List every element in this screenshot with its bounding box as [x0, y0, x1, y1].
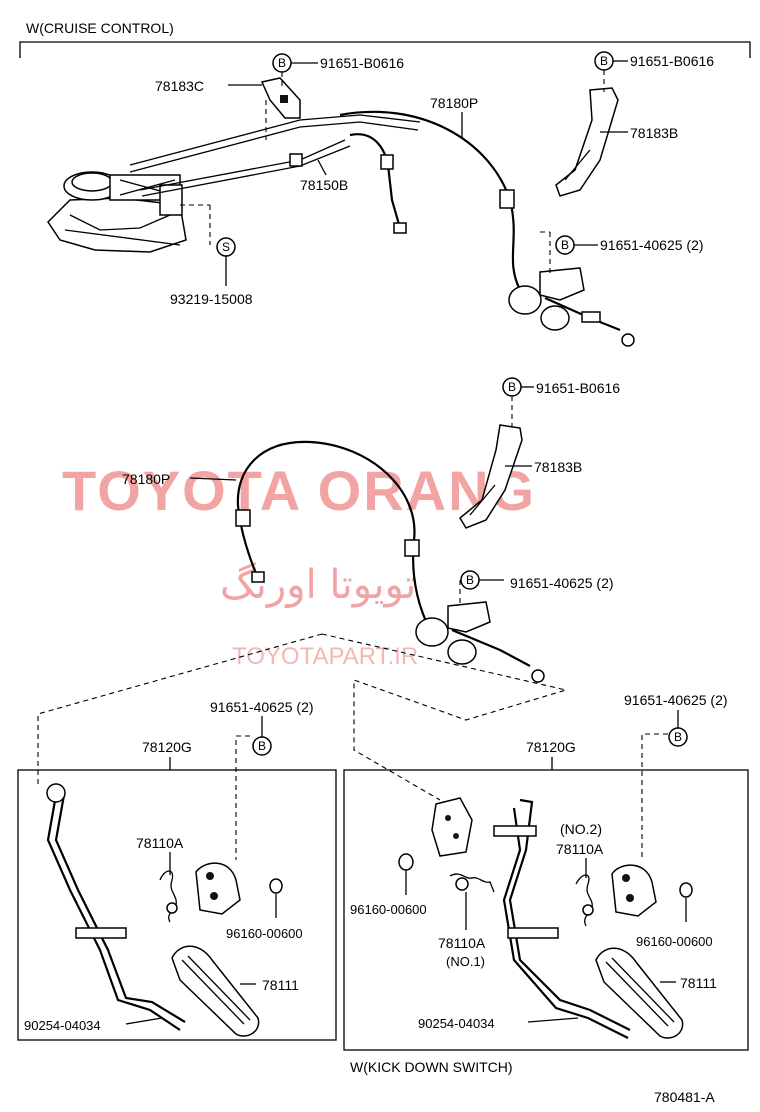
- label-78110a-left: 78110A: [136, 835, 184, 851]
- label-78183c: 78183C: [155, 78, 204, 94]
- hose-fitting: [380, 154, 394, 170]
- header-kick-down-switch: W(KICK DOWN SWITCH): [350, 1059, 513, 1075]
- label-b616-c: 91651-B0616: [536, 380, 620, 396]
- pedal-pad-left: [171, 945, 260, 1037]
- label-no2: (NO.2): [560, 821, 602, 837]
- cruise-actuator: [47, 171, 187, 253]
- watermark-site: TOYOTAPART.IR: [232, 643, 418, 670]
- clip-96160-left: [269, 878, 283, 894]
- label-90254-left: 90254-04034: [24, 1018, 101, 1033]
- callout-b-f-text: B: [258, 739, 266, 753]
- leader-78180p-mid: [189, 477, 237, 481]
- clip-96160-right: [679, 882, 693, 898]
- cable-upper-b: [129, 121, 419, 173]
- pedal-pad-right: [595, 947, 684, 1039]
- cable-joint: [289, 153, 303, 167]
- pedal-arm-right: [493, 798, 631, 1039]
- label-78150b: 78150B: [300, 177, 348, 193]
- leader-b625-left-dash: [235, 735, 250, 860]
- label-b616-a: 91651-B0616: [320, 55, 404, 71]
- diagram-number: 780481-A: [654, 1089, 715, 1105]
- watermark-arabic: تويوتا اورنگ: [220, 562, 416, 608]
- hose-end: [393, 222, 407, 234]
- label-78120g-left: 78120G: [142, 739, 192, 755]
- label-78110a-no2: 78110A: [556, 841, 604, 857]
- label-78111-left: 78111: [262, 977, 299, 993]
- label-78110a-no1: 78110A: [438, 935, 486, 951]
- hose-78150b: [349, 133, 402, 229]
- callout-b-g: [668, 727, 688, 747]
- leader-78150b: [317, 159, 327, 176]
- cable-grommet-mid-a: [235, 509, 251, 527]
- clip-96160-mid: [398, 853, 414, 871]
- label-93219: 93219-15008: [170, 291, 253, 307]
- cable-grommet-top: [499, 189, 515, 209]
- box-left: [17, 769, 337, 1041]
- callout-b-e-text: B: [466, 573, 474, 587]
- label-78180p-top: 78180P: [430, 95, 478, 111]
- header-cruise-control: W(CRUISE CONTROL): [26, 20, 174, 36]
- pedal-arm-left: [46, 783, 186, 1031]
- label-78120g-right: 78120G: [526, 739, 576, 755]
- kickdown-switch-bracket: [431, 797, 473, 857]
- callout-b-b-text: B: [600, 54, 608, 68]
- bracket-78183b-mid: [459, 424, 523, 529]
- callout-s-text: S: [222, 240, 230, 254]
- spring-78110a-no2: [575, 874, 594, 927]
- label-b625-top: 91651-40625 (2): [600, 237, 704, 253]
- label-no1: (NO.1): [446, 954, 485, 969]
- leader-b625-right-dash: [641, 733, 668, 860]
- cable-grommet-mid-b: [404, 539, 420, 557]
- callout-b-d-text: B: [508, 380, 516, 394]
- bracket-78183b-top: [555, 87, 619, 197]
- spring-78110a-no1: [449, 873, 495, 893]
- callout-b-f: [252, 736, 272, 756]
- cable-upper-a: [129, 114, 421, 166]
- clip-78183c: [260, 77, 301, 119]
- label-78183b-mid: 78183B: [534, 459, 582, 475]
- leader-90254-left: [125, 1017, 163, 1025]
- cruise-section-bracket: [19, 41, 751, 58]
- callout-b-a-text: B: [278, 56, 286, 70]
- spring-78110a-left: [159, 870, 178, 923]
- throttle-link-mid: [415, 601, 545, 683]
- label-b625-right: 91651-40625 (2): [624, 692, 728, 708]
- label-78183b-top: 78183B: [630, 125, 678, 141]
- connector-right: [321, 633, 569, 801]
- cable-78180p-top: [339, 110, 521, 291]
- throttle-link-top: [508, 267, 635, 347]
- callout-b-g-text: B: [674, 730, 682, 744]
- label-78180p-mid: 78180P: [122, 471, 170, 487]
- label-90254-right: 90254-04034: [418, 1016, 495, 1031]
- pedal-bracket-right: [611, 864, 657, 917]
- box-right: [343, 769, 749, 1051]
- label-b625-mid: 91651-40625 (2): [510, 575, 614, 591]
- label-b616-b: 91651-B0616: [630, 53, 714, 69]
- label-96160-mid: 96160-00600: [350, 902, 427, 917]
- leader-90254-right: [527, 1017, 579, 1023]
- callout-b-c-text: B: [561, 238, 569, 252]
- cable-end-mid: [251, 571, 265, 583]
- label-96160-left: 96160-00600: [226, 926, 303, 941]
- label-96160-right: 96160-00600: [636, 934, 713, 949]
- label-78111-right: 78111: [680, 975, 717, 991]
- label-b625-left: 91651-40625 (2): [210, 699, 314, 715]
- watermark-brand: TOYOTA ORANG: [62, 459, 536, 522]
- pedal-bracket-left: [195, 862, 241, 915]
